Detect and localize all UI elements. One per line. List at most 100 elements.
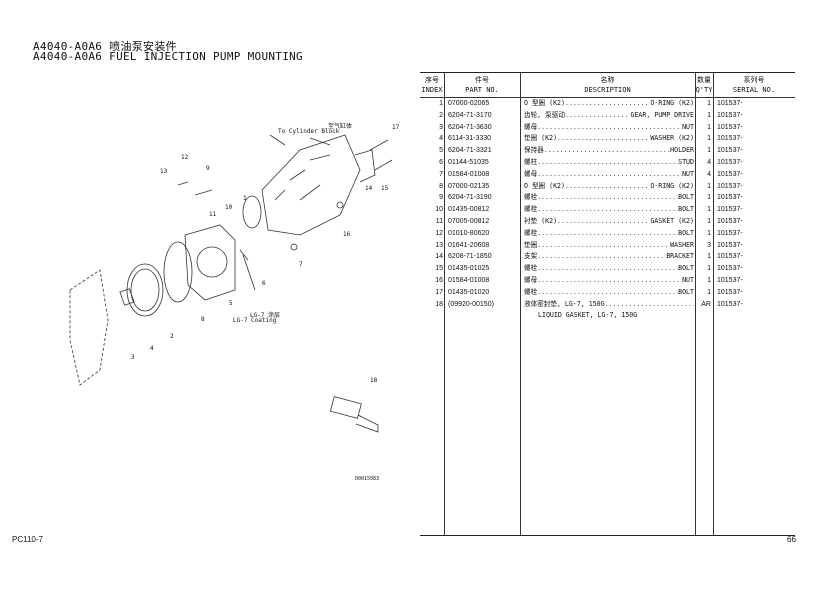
table-row: 7 01584-01008 螺母........................… (420, 169, 795, 181)
row-description: 螺母......................................… (524, 122, 694, 134)
row-part-number: 01584-01008 (448, 277, 490, 284)
header-desc-cn: 名称 (600, 76, 615, 84)
callout-12: 12 (181, 154, 189, 161)
row-description: 液体密封垫, LG-7, 150G.......................… (524, 299, 694, 311)
row-qty: 1 (707, 277, 711, 284)
row-serial: 101537- (717, 241, 743, 249)
row-serial: 101537- (717, 229, 743, 237)
header-qty-en: Q'TY (695, 86, 713, 94)
table-row: 4 6114-31-3330 垫圈 (K2)..................… (420, 133, 795, 145)
row-desc-cn: 齿轮, 泵驱动 (524, 110, 565, 119)
header-desc-en: DESCRIPTION (584, 86, 631, 94)
table-row: 5 6204-71-3321 保持器......................… (420, 145, 795, 157)
row-desc-cn: 螺栓 (524, 205, 538, 214)
row-description: O 型圈 (K2)...............................… (524, 181, 694, 193)
row-qty: 1 (707, 182, 711, 190)
row-serial: 101537- (717, 218, 743, 225)
row-qty: 1 (707, 229, 711, 237)
header-part-cn: 件号 (475, 76, 489, 84)
title-en: A4040-A0A6 FUEL INJECTION PUMP MOUNTING (33, 50, 303, 63)
row-serial: 101537- (717, 170, 743, 178)
table-row-continuation: LIQUID GASKET, LG-7, 150G (420, 310, 795, 322)
row-desc-en: O-RING (K2) (650, 99, 694, 107)
row-part-number: 6208-71-1850 (448, 253, 492, 261)
callout-7: 7 (299, 261, 303, 268)
row-index: 10 (435, 206, 443, 214)
row-index: 14 (435, 253, 443, 261)
row-index: 9 (439, 194, 443, 202)
header-serial-cn: 系列号 (743, 76, 765, 84)
leader-dots: ........................................… (537, 276, 682, 284)
row-desc-cn: O 型圈 (K2) (524, 181, 565, 190)
row-desc-en: BOLT (678, 287, 694, 296)
row-qty: 1 (707, 288, 711, 296)
leader-dots: ........................................… (537, 122, 682, 131)
row-desc-en: GASKET (K2) (650, 217, 694, 225)
row-description: 垫圈 (K2).................................… (524, 133, 694, 145)
callout-5: 5 (229, 300, 233, 307)
callout-17: 17 (392, 124, 400, 131)
row-desc-cn: 垫圈 (524, 240, 538, 249)
header-serial-en: SERIAL NO. (732, 86, 776, 94)
row-qty: 3 (707, 241, 711, 249)
table-row: 17 01435-01020 螺栓.......................… (420, 287, 795, 299)
table-row: 8 07000-02135 O 型圈 (K2).................… (420, 181, 795, 193)
leader-dots: ........................................… (537, 169, 682, 178)
row-index: 1 (439, 100, 443, 107)
model-label: PC110-7 (12, 535, 43, 544)
row-part-number: 6204-71-3630 (448, 123, 492, 131)
row-serial: 101537- (717, 288, 743, 296)
row-desc-en: BOLT (678, 205, 694, 214)
row-part-number: 6114-31-3330 (448, 135, 492, 143)
table-row: 3 6204-71-3630 螺母.......................… (420, 122, 795, 134)
row-index: 12 (435, 229, 443, 237)
row-qty: 1 (707, 100, 711, 107)
row-qty: 4 (707, 170, 711, 178)
row-part-number: 01435-01025 (448, 265, 490, 273)
leader-dots: ........................................… (537, 264, 678, 273)
row-part-number: 01435-01020 (448, 288, 490, 296)
row-serial: 101537- (717, 135, 743, 143)
row-index: 8 (439, 182, 443, 190)
row-description: 螺母......................................… (524, 275, 694, 287)
table-row: 16 01584-01008 螺母.......................… (420, 275, 795, 287)
row-desc-cn: 螺母 (524, 276, 538, 284)
callout-16: 16 (343, 231, 351, 238)
leader-dots: ........................................… (537, 287, 678, 296)
header-part-en: PART NO. (465, 86, 499, 94)
table-row: 6 01144-51035 螺柱........................… (420, 157, 795, 169)
row-part-number: 6204-71-3170 (448, 111, 492, 119)
row-serial: 101537- (717, 253, 743, 261)
row-desc-continuation: LIQUID GASKET, LG-7, 150G (538, 311, 638, 320)
leader-dots: ........................................… (537, 252, 666, 261)
callout-14: 14 (365, 185, 373, 192)
row-desc-cn: 螺母 (524, 122, 538, 131)
leader-dots: ........................................… (564, 181, 651, 190)
row-qty: 1 (707, 147, 711, 155)
row-part-number: 07000-02135 (448, 182, 490, 190)
table-row: 18 (09920-00150) 液体密封垫, LG-7, 150G......… (420, 299, 795, 311)
row-part-number: 6204-71-3190 (448, 194, 492, 202)
row-desc-cn: 保持器 (524, 146, 544, 155)
row-description: 支架......................................… (524, 251, 694, 263)
row-desc-en: BRACKET (666, 252, 694, 261)
leader-dots: ........................................… (564, 110, 631, 119)
leader-dots: ........................................… (537, 205, 678, 214)
row-serial: 101537- (717, 194, 743, 202)
row-desc-en: HOLDER (670, 146, 694, 155)
header-index-en: INDEX (421, 86, 443, 94)
row-part-number: 01435-00812 (448, 206, 490, 214)
row-desc-en: NUT (682, 169, 694, 178)
row-part-number: 01584-01008 (448, 170, 490, 178)
callout-9: 9 (206, 165, 210, 172)
callout-13: 13 (160, 168, 168, 175)
row-index: 4 (439, 135, 443, 143)
row-description: 螺栓......................................… (524, 263, 694, 275)
row-desc-cn: 支架 (524, 252, 538, 261)
note-lg7-cn: LG-7 涂层 (249, 312, 281, 319)
row-index: 16 (435, 277, 443, 284)
row-desc-cn: 衬垫 (K2) (524, 217, 558, 225)
row-desc-en: BOLT (678, 228, 694, 237)
row-part-number: 07005-00812 (448, 218, 490, 225)
